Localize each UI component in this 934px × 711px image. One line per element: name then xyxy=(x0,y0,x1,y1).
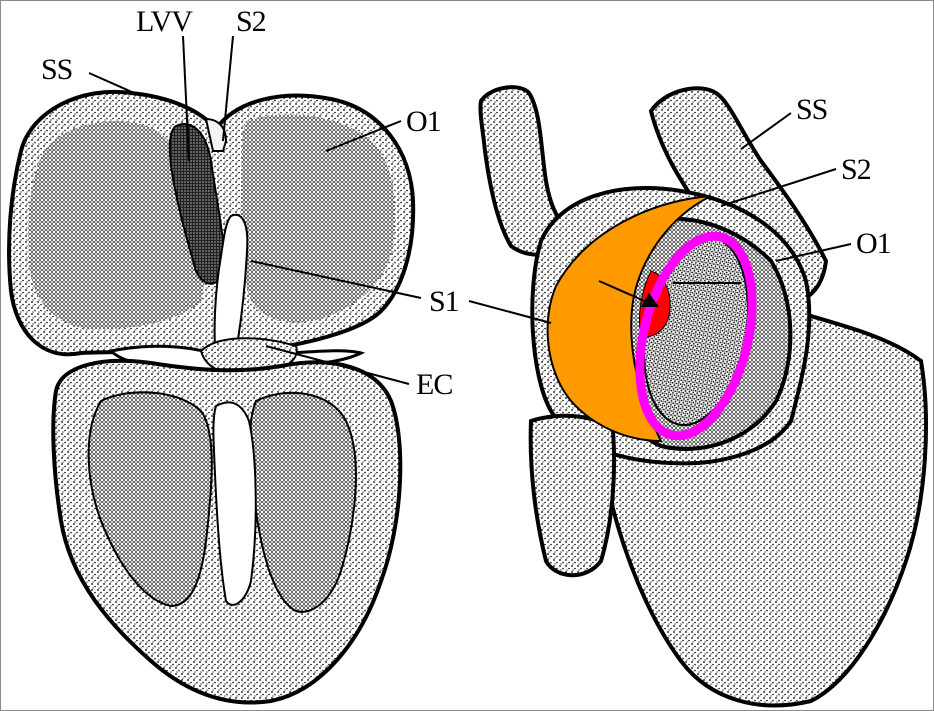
label-left-o1: O1 xyxy=(406,105,441,138)
label-left-s1: S1 xyxy=(429,285,459,318)
inferior-vessel xyxy=(531,416,614,575)
label-left-lvv: LVV xyxy=(136,5,193,38)
label-right-o1: O1 xyxy=(856,227,891,260)
leader-right-ss xyxy=(741,113,791,149)
left-heart-section xyxy=(9,92,413,703)
label-left-ss: SS xyxy=(41,53,72,86)
label-right-ss: SS xyxy=(796,93,827,126)
label-right-s2: S2 xyxy=(841,153,871,186)
label-left-s2: S2 xyxy=(236,5,266,38)
label-left-ec: EC xyxy=(416,368,452,401)
